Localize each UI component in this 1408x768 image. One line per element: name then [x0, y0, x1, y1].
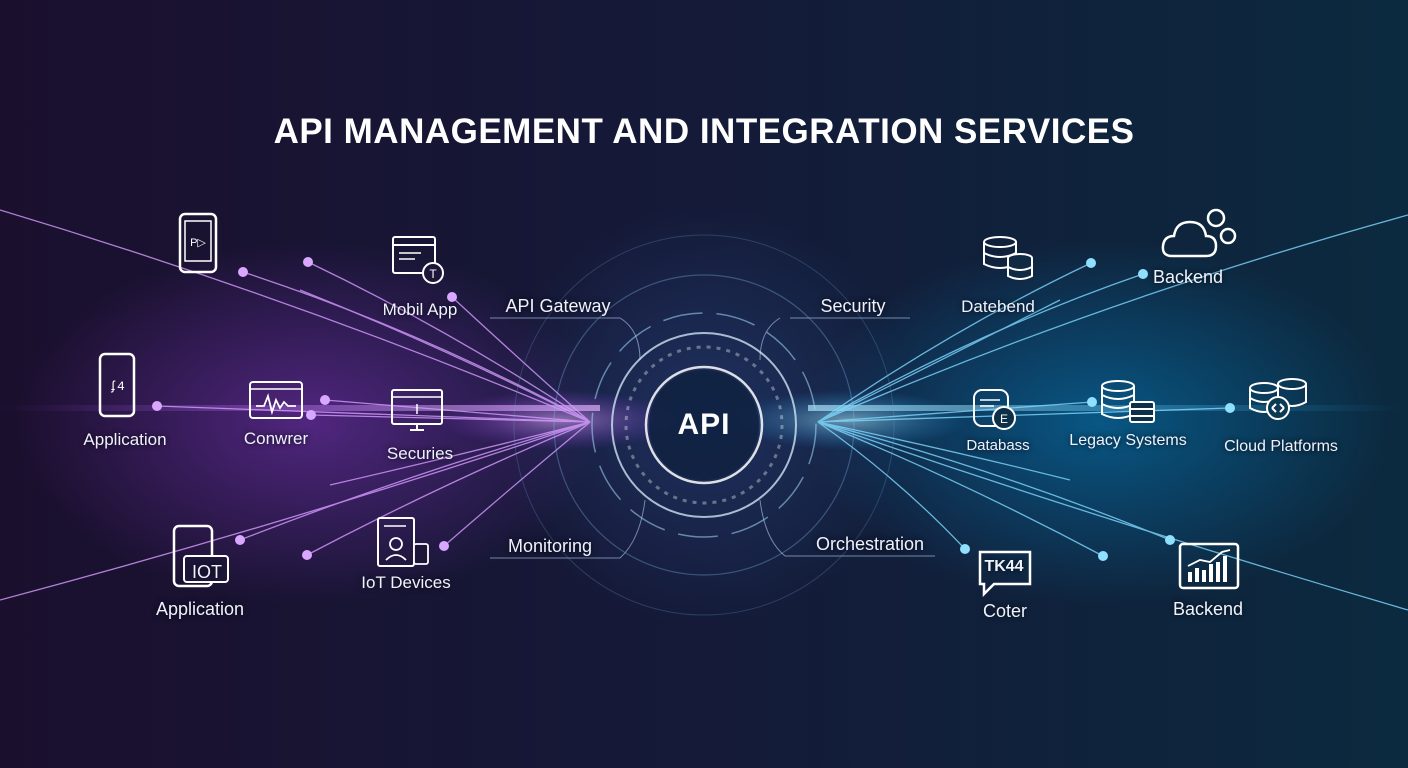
svg-text:T: T	[429, 267, 437, 281]
right-connection-lines	[817, 214, 1408, 611]
page-title: API MANAGEMENT AND INTEGRATION SERVICES	[273, 112, 1135, 151]
label-iot-devices: IoT Devices	[361, 573, 451, 592]
monitor-waveform-icon	[249, 381, 303, 419]
iot-badge-text: IOT	[192, 562, 222, 582]
browser-tool-icon: T	[392, 236, 444, 284]
cloud-icon	[1161, 208, 1237, 258]
label-securies: Securies	[386, 444, 454, 463]
label-application-mid: Application	[83, 430, 167, 449]
label-security: Security	[820, 296, 886, 316]
label-legacy-systems: Legacy Systems	[1069, 432, 1187, 449]
label-backend-bottom: Backend	[1172, 599, 1244, 619]
monitor-icon	[391, 389, 443, 431]
label-databass: Databass	[966, 437, 1030, 454]
label-conwrer: Conwrer	[243, 429, 309, 448]
cloud-database-icon	[1249, 378, 1307, 420]
smartphone-icon: P▷	[178, 212, 218, 274]
svg-text:ʄ4: ʄ4	[109, 379, 125, 394]
svg-text:P▷: P▷	[190, 237, 206, 249]
label-datebend: Datebend	[961, 297, 1035, 316]
label-application-bottom: Application	[155, 599, 245, 619]
connection-dots	[152, 257, 1235, 561]
left-connection-lines	[0, 209, 591, 601]
database-coin-icon: E	[973, 389, 1016, 430]
label-orchestration: Orchestration	[815, 534, 925, 554]
document-user-icon	[377, 517, 429, 567]
label-monitoring: Monitoring	[507, 536, 593, 556]
bar-chart-icon	[1178, 542, 1240, 590]
label-mobil-app: Mobil App	[382, 300, 458, 319]
api-hub	[513, 234, 895, 616]
label-backend-top: Backend	[1152, 267, 1224, 287]
database-stack-icon	[983, 236, 1033, 280]
label-coter: Coter	[982, 601, 1028, 621]
label-cloud-platforms: Cloud Platforms	[1224, 438, 1338, 455]
svg-text:E: E	[1000, 412, 1008, 426]
chat-bubble-icon	[978, 550, 1032, 598]
server-stack-icon	[1101, 380, 1155, 423]
tablet-iot-icon	[172, 524, 229, 588]
coter-badge-text: TK44	[984, 558, 1024, 575]
label-api-gateway: API Gateway	[505, 296, 611, 316]
api-hub-label: API	[677, 408, 731, 441]
phone-code-icon: ʄ4	[98, 352, 136, 418]
